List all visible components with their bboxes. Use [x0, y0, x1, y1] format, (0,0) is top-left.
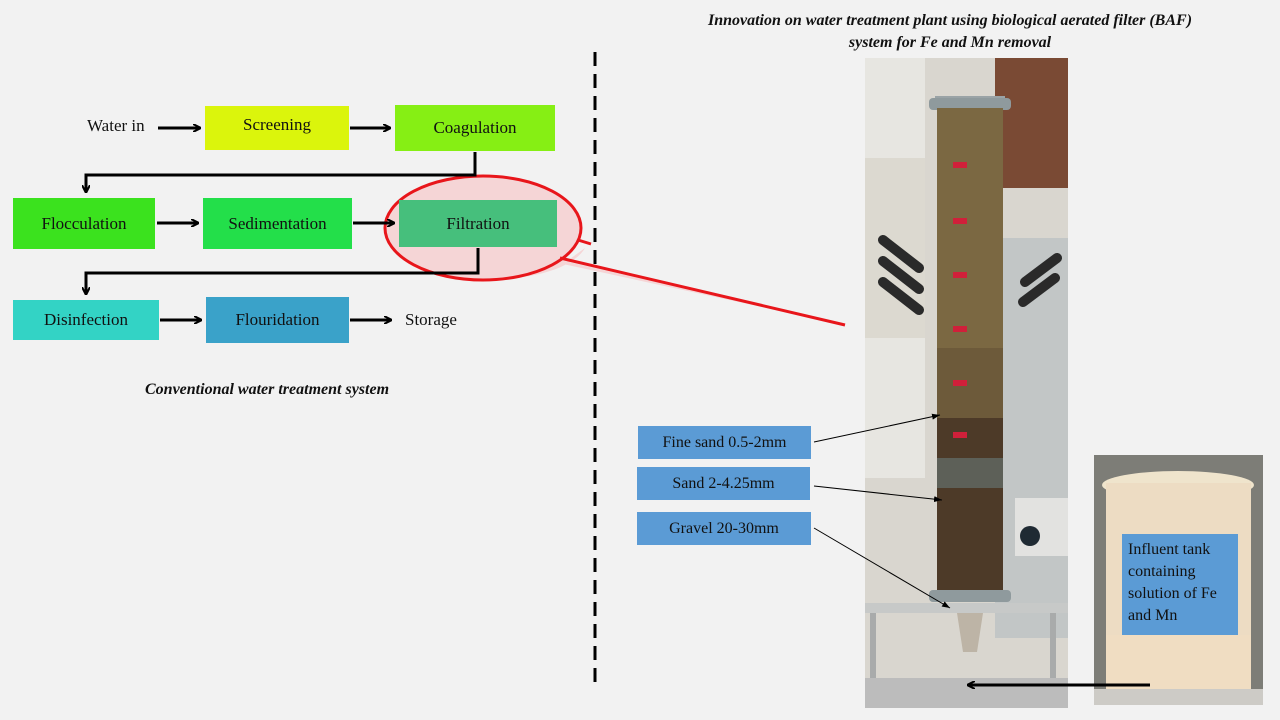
- baf-column-photo: [865, 58, 1068, 708]
- baf-column-illustration: [865, 58, 1068, 708]
- step-flouridation: Flouridation: [206, 297, 349, 343]
- arrow-coagulation-flocculation: [86, 152, 477, 192]
- innovation-title: Innovation on water treatment plant usin…: [640, 10, 1260, 54]
- pointer-gravel: [813, 527, 951, 609]
- step-filtration: Filtration: [399, 200, 557, 247]
- pointer-sand: [813, 485, 943, 503]
- step-sedimentation: Sedimentation: [203, 198, 352, 249]
- layer-label-gravel: Gravel 20-30mm: [637, 512, 811, 545]
- conventional-caption: Conventional water treatment system: [145, 381, 390, 398]
- water-in-label: Water in: [87, 116, 145, 135]
- arrow-filtration-disinfection: [86, 248, 480, 294]
- innovation-title-line2: system for Fe and Mn removal: [848, 34, 1052, 51]
- innovation-title-line1: Innovation on water treatment plant usin…: [707, 12, 1193, 29]
- step-disinfection: Disinfection: [13, 300, 159, 340]
- step-screening: Screening: [205, 106, 349, 150]
- callout-pointer: [559, 238, 846, 327]
- influent-tank-label: Influent tank containing solution of Fe …: [1122, 534, 1238, 635]
- step-flocculation: Flocculation: [13, 198, 155, 249]
- layer-label-sand: Sand 2-4.25mm: [637, 467, 810, 500]
- layer-label-fine-sand: Fine sand 0.5-2mm: [638, 426, 811, 459]
- step-coagulation: Coagulation: [395, 105, 555, 151]
- pointer-fine-sand: [813, 413, 941, 443]
- storage-label: Storage: [405, 310, 457, 329]
